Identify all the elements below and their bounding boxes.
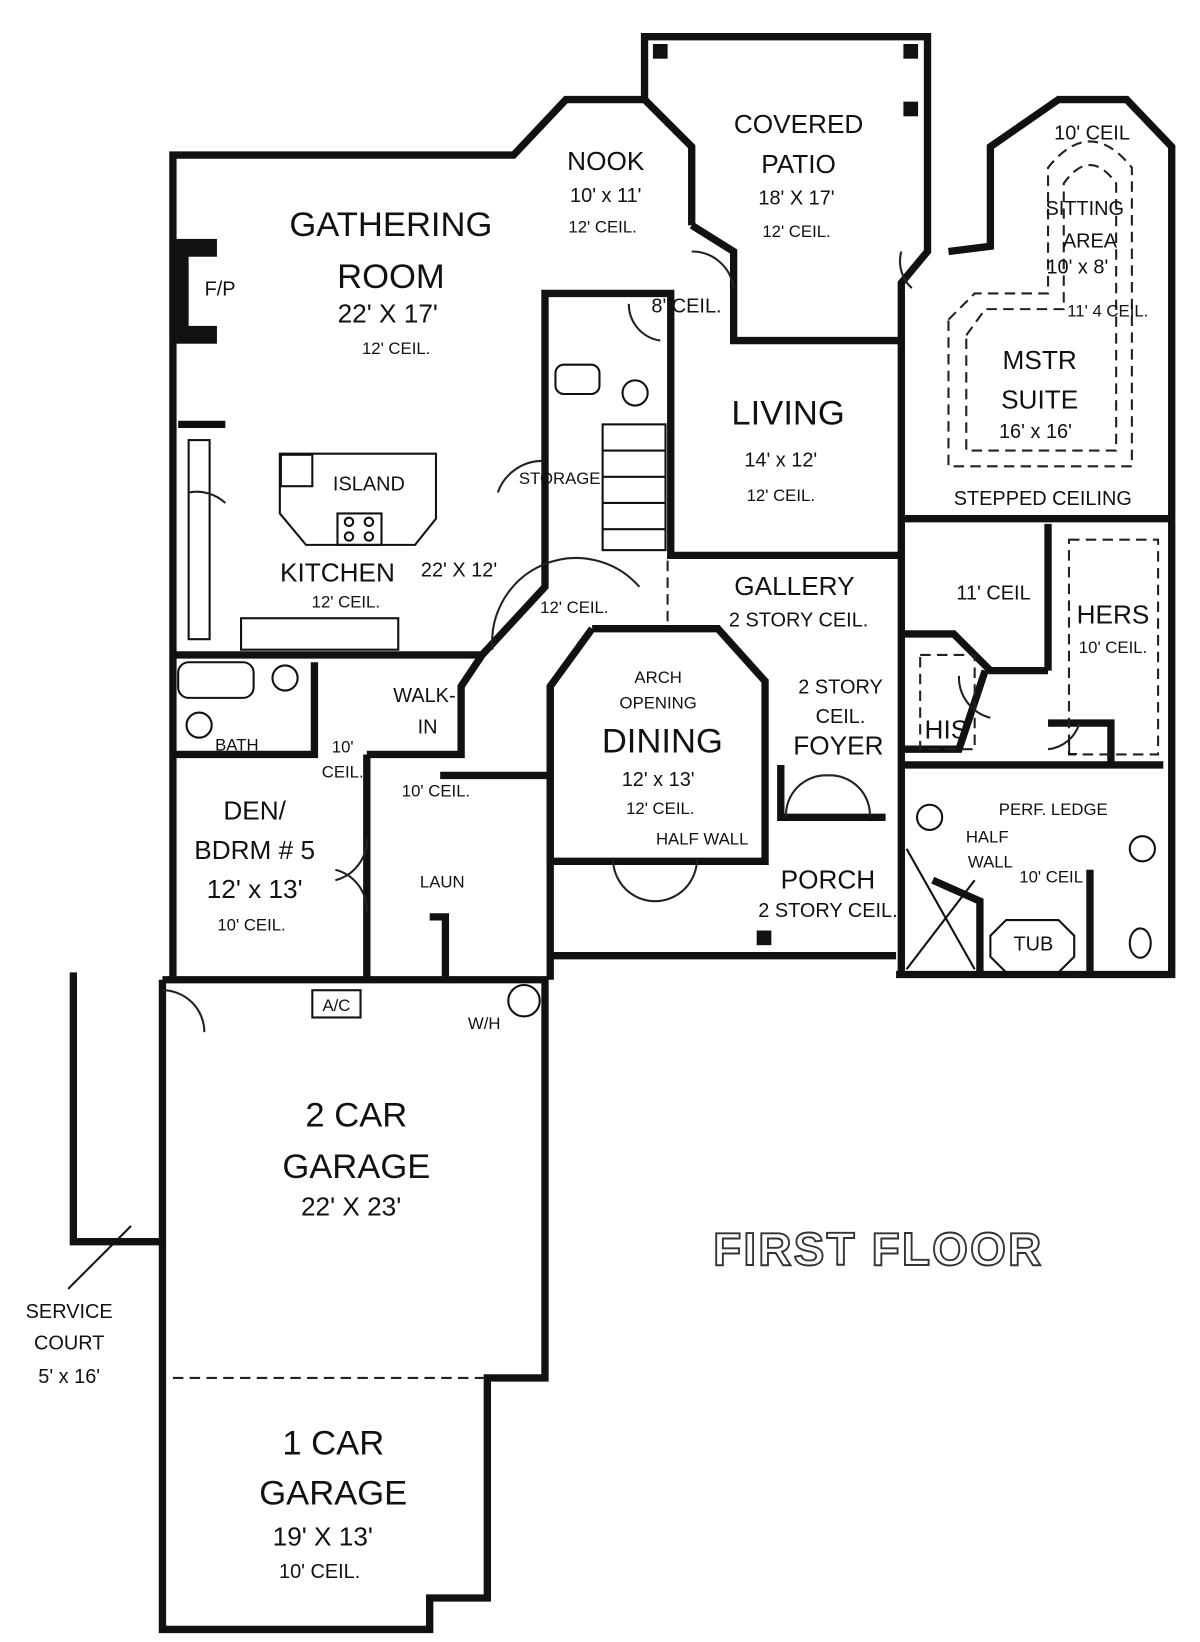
service-court-size: 5' x 16' bbox=[38, 1366, 100, 1388]
laundry-label: LAUN bbox=[420, 873, 465, 892]
his-closet-label: HIS bbox=[925, 715, 969, 745]
tub bbox=[989, 918, 1076, 974]
walk-in-label-2: IN bbox=[418, 717, 438, 739]
master-suite-ceil: STEPPED CEILING bbox=[954, 488, 1132, 510]
cooktop-icon bbox=[336, 512, 383, 546]
patio-label-2: PATIO bbox=[761, 149, 836, 179]
tub-label: TUB bbox=[1013, 933, 1053, 955]
his-closet-dash bbox=[919, 653, 976, 751]
hers-closet-dash bbox=[1067, 538, 1160, 756]
service-court-label-2: COURT bbox=[34, 1333, 104, 1355]
living-size: 14' x 12' bbox=[744, 449, 817, 471]
patio-posts bbox=[652, 44, 919, 946]
foyer-ceil-2: CEIL. bbox=[816, 706, 866, 728]
ac-unit bbox=[311, 989, 362, 1019]
sitting-ceil-top: 10' CEIL bbox=[1054, 122, 1130, 144]
master-suite-size: 16' x 16' bbox=[999, 421, 1072, 443]
arch-label: ARCH bbox=[634, 668, 681, 687]
kitchen-island bbox=[278, 452, 438, 546]
kitchen-ceil: 12' CEIL. bbox=[312, 593, 380, 612]
den-label: DEN/ bbox=[223, 795, 286, 825]
sitting-area-label-2: AREA bbox=[1063, 230, 1118, 252]
living-ceil: 12' CEIL. bbox=[747, 486, 815, 505]
hall3-ceil: 10' CEIL. bbox=[402, 781, 470, 800]
foyer-ceil: 2 STORY bbox=[798, 677, 882, 699]
nook-size: 10' x 11' bbox=[570, 185, 641, 207]
arch-label-2: OPENING bbox=[620, 693, 697, 712]
bath-label: BATH bbox=[215, 735, 258, 754]
hall-ceil: 8' CEIL. bbox=[651, 295, 721, 317]
island-label: ISLAND bbox=[333, 473, 405, 495]
bath-ceil-2: CEIL. bbox=[322, 763, 364, 782]
dining-label: DINING bbox=[602, 722, 723, 760]
garage1-label-2: GARAGE bbox=[259, 1475, 407, 1513]
garage2-label-2: GARAGE bbox=[282, 1148, 430, 1186]
gathering-room-label-2: ROOM bbox=[337, 258, 445, 296]
hall2-ceil: 12' CEIL. bbox=[540, 598, 608, 617]
den-label-2: BDRM # 5 bbox=[194, 835, 315, 865]
water-heater bbox=[507, 983, 541, 1018]
patio-ceil: 12' CEIL. bbox=[762, 222, 830, 241]
closet-ceil: 11' CEIL bbox=[956, 582, 1030, 604]
storage-label: STORAGE bbox=[519, 469, 601, 488]
living-label: LIVING bbox=[731, 394, 844, 432]
door-swings bbox=[162, 250, 1081, 1033]
gathering-room-label: GATHERING bbox=[289, 206, 492, 244]
sitting-area-label: SITTING bbox=[1045, 198, 1124, 220]
mbath-ceil: 10' CEIL bbox=[1019, 867, 1083, 886]
sitting-area-ceil: 11' 4 CEIL. bbox=[1067, 301, 1148, 320]
garage2-size: 22' X 23' bbox=[301, 1192, 401, 1222]
patio-size: 18' X 17' bbox=[758, 187, 834, 209]
fireplace-label: F/P bbox=[205, 278, 236, 300]
gallery-ceil: 2 STORY CEIL. bbox=[729, 610, 868, 632]
patio-label: COVERED bbox=[734, 109, 864, 139]
garage2-label: 2 CAR bbox=[305, 1096, 407, 1134]
bathtub bbox=[177, 661, 255, 699]
walls bbox=[69, 33, 1176, 1634]
sitting-area-size: 10' x 8' bbox=[1046, 256, 1108, 278]
dining-ceil: 12' CEIL. bbox=[626, 799, 694, 818]
hers-closet-ceil: 10' CEIL. bbox=[1079, 638, 1147, 657]
stepped-ceiling-outline bbox=[947, 140, 1133, 468]
walk-in-label: WALK- bbox=[393, 685, 455, 707]
half-wall-label: HALF WALL bbox=[656, 830, 748, 849]
gathering-room-size: 22' X 17' bbox=[338, 299, 438, 329]
service-court-label: SERVICE bbox=[26, 1301, 113, 1323]
bath-ceil: 10' bbox=[332, 737, 354, 756]
den-size: 12' x 13' bbox=[207, 874, 303, 904]
stairs bbox=[601, 423, 667, 552]
nook-label: NOOK bbox=[567, 146, 645, 176]
garage1-ceil: 10' CEIL. bbox=[279, 1561, 360, 1583]
garage1-size: 19' X 13' bbox=[273, 1522, 373, 1552]
kitchen-size: 22' X 12' bbox=[421, 559, 497, 581]
gallery-label: GALLERY bbox=[734, 571, 854, 601]
master-suite-label-2: SUITE bbox=[1001, 385, 1078, 415]
garage1-label: 1 CAR bbox=[282, 1424, 384, 1462]
toilet bbox=[185, 711, 213, 739]
nook-ceil: 12' CEIL. bbox=[568, 218, 636, 237]
hers-closet-label: HERS bbox=[1077, 599, 1150, 629]
foyer-label: FOYER bbox=[793, 730, 883, 760]
ac-label: A/C bbox=[322, 996, 350, 1015]
floor-title: FIRST FLOOR bbox=[713, 1223, 1043, 1275]
room-labels: GATHERING ROOM 22' X 17' 12' CEIL. F/P N… bbox=[26, 109, 1150, 1583]
perf-ledge-label: PERF. LEDGE bbox=[999, 800, 1108, 819]
gathering-room-ceil: 12' CEIL. bbox=[362, 339, 430, 358]
kitchen-label: KITCHEN bbox=[280, 558, 395, 588]
mbath-half-wall-2: WALL bbox=[968, 853, 1013, 872]
dining-size: 12' x 13' bbox=[622, 769, 695, 791]
den-ceil: 10' CEIL. bbox=[217, 916, 285, 935]
mbath-half-wall: HALF bbox=[966, 827, 1009, 846]
porch-label: PORCH bbox=[781, 865, 876, 895]
linen-label: L bbox=[1067, 737, 1078, 759]
water-heater-label: W/H bbox=[468, 1014, 501, 1033]
master-suite-label: MSTR bbox=[1003, 345, 1077, 375]
porch-ceil: 2 STORY CEIL. bbox=[758, 900, 897, 922]
